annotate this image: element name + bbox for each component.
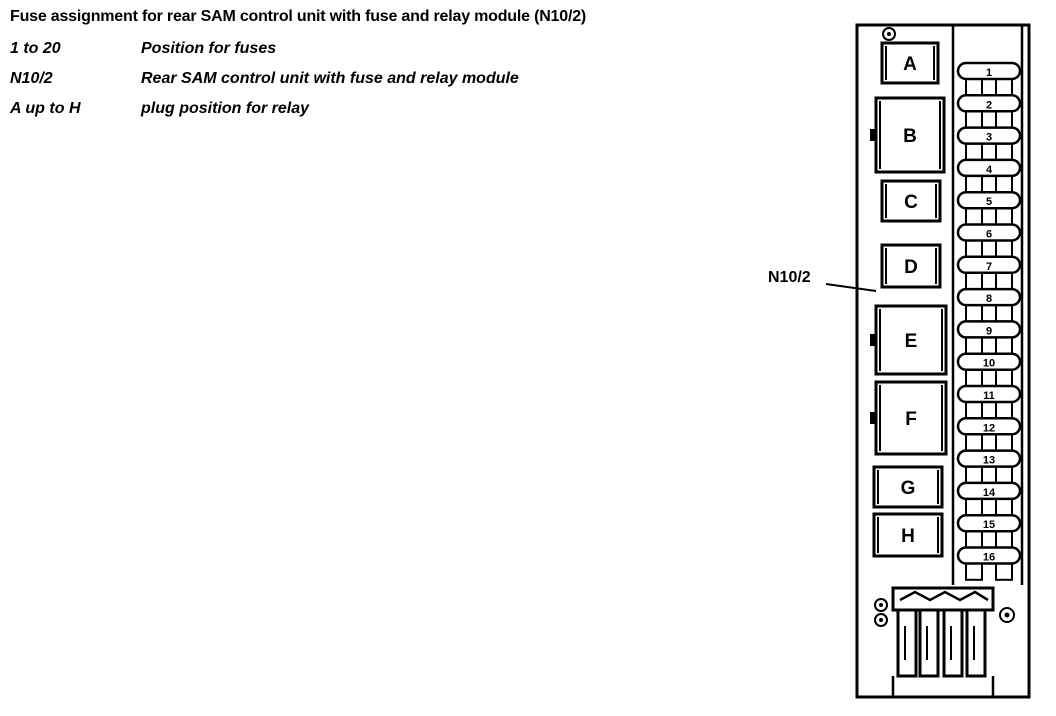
- fuse-slot: 10: [956, 352, 1022, 388]
- relay-socket: A: [880, 41, 940, 85]
- fuse-slot: 14: [956, 481, 1022, 517]
- screw-icon: [874, 598, 888, 612]
- fuse-label: 9: [986, 325, 992, 337]
- relay-socket: E: [870, 304, 948, 376]
- relay-label: A: [903, 54, 917, 75]
- relay-label: C: [904, 192, 918, 213]
- relay-socket: H: [872, 512, 944, 558]
- leader-line: [825, 283, 877, 292]
- module-housing: [855, 23, 1031, 699]
- fuse-slot: 13: [956, 449, 1022, 484]
- legend-desc: plug position for relay: [141, 100, 310, 117]
- relay-socket: B: [870, 96, 946, 174]
- fuse-slot: 12: [956, 417, 1022, 452]
- fuse-slot: 16: [956, 546, 1022, 581]
- fuse-label: 7: [986, 261, 992, 273]
- fuse-slot: 9: [956, 320, 1022, 355]
- relay-label: H: [901, 526, 915, 547]
- legend-desc: Position for fuses: [141, 40, 277, 57]
- fuse-slot: 3: [956, 126, 1022, 161]
- relay-group: A B C D E F G H: [870, 41, 948, 558]
- fuse-label: 6: [986, 229, 992, 241]
- fuse-label: 10: [983, 358, 995, 370]
- relay-label: E: [905, 331, 918, 352]
- fuse-slot: 6: [956, 223, 1022, 258]
- relay-socket: D: [880, 243, 942, 289]
- fuse-slot: 5: [956, 190, 1022, 226]
- fuse-label: 15: [983, 519, 995, 531]
- page-title: Fuse assignment for rear SAM control uni…: [10, 8, 587, 25]
- fuse-label: 11: [983, 390, 995, 402]
- relay-label: F: [905, 409, 917, 430]
- fuse-slot: 4: [956, 158, 1022, 194]
- legend-key: N10/2: [10, 70, 53, 87]
- fuse-slot: 2: [956, 94, 1022, 129]
- fuse-label: 4: [986, 164, 993, 176]
- legend-desc: Rear SAM control unit with fuse and rela…: [141, 70, 519, 87]
- relay-label: D: [904, 257, 918, 278]
- fuse-label: 14: [983, 487, 996, 499]
- screw-icon: [882, 27, 896, 41]
- relay-label: G: [901, 478, 916, 499]
- fuse-label: 3: [986, 132, 992, 144]
- fuse-label: 13: [983, 455, 995, 467]
- fuse-slot: 7: [956, 255, 1022, 291]
- legend-key: 1 to 20: [10, 40, 61, 57]
- relay-socket: G: [872, 465, 944, 509]
- fuse-slot: 8: [956, 287, 1022, 323]
- fuse-label: 1: [986, 67, 992, 79]
- fuse-label: 8: [986, 293, 992, 305]
- fuse-slot: 15: [956, 513, 1022, 549]
- fuse-slot: 1: [956, 61, 1022, 97]
- screw-icon: [874, 613, 888, 627]
- fuse-label: 12: [983, 422, 995, 434]
- relay-socket: F: [870, 380, 948, 456]
- fuse-slot: 11: [956, 384, 1022, 420]
- legend-key: A up to H: [10, 100, 81, 117]
- connector-block: [891, 586, 995, 697]
- fuse-label: 2: [986, 99, 992, 111]
- fuse-label: 16: [983, 552, 995, 564]
- fuse-label: 5: [986, 196, 992, 208]
- screw-icon: [999, 607, 1015, 623]
- relay-label: B: [903, 126, 917, 147]
- relay-socket: C: [880, 179, 942, 223]
- unit-label: N10/2: [768, 269, 811, 286]
